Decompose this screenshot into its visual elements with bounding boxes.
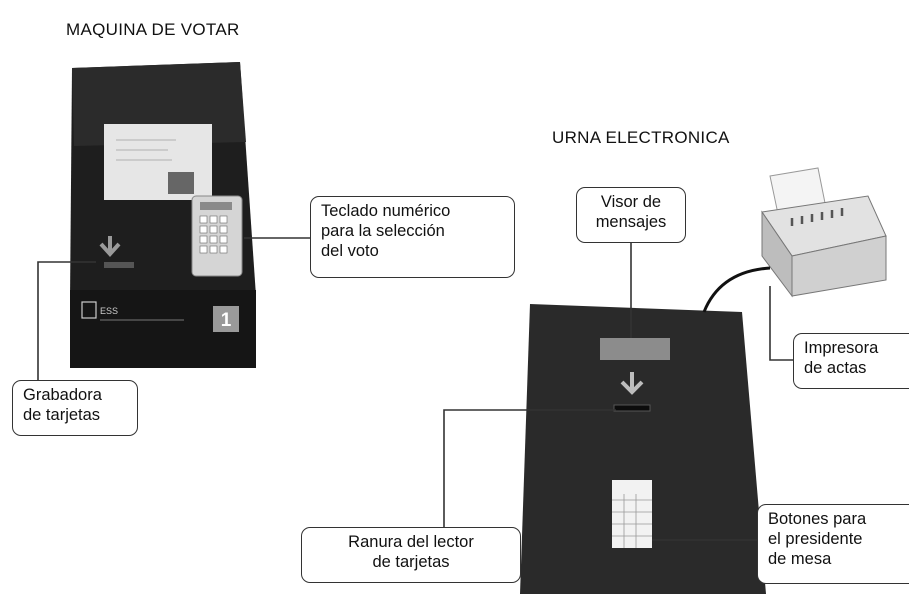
electronic-urn [520, 304, 766, 594]
callout-impresora-de-actas: Impresora de actas [793, 333, 909, 389]
callout-botones-presidente: Botones para el presidente de mesa [757, 504, 909, 584]
keypad-keys [199, 215, 228, 254]
voting-machine: ESS 1 [70, 62, 256, 368]
printer-rollers [790, 208, 844, 226]
number-badge [213, 306, 239, 332]
keypad-display [200, 202, 232, 210]
printer-cable [702, 266, 771, 313]
title-maquina-de-votar: MAQUINA DE VOTAR [66, 20, 240, 39]
callout-ranura-del-lector: Ranura del lector de tarjetas [301, 527, 521, 583]
printer [702, 167, 887, 313]
president-buttons [612, 480, 652, 548]
leader-lines [37, 237, 793, 541]
brand-logo [81, 301, 97, 319]
title-urna-electronica: URNA ELECTRONICA [552, 128, 730, 147]
screen-graphic [168, 172, 194, 194]
screen-text-lines [116, 139, 176, 161]
card-reader-slot [613, 404, 651, 412]
callout-grabadora-de-tarjetas: Grabadora de tarjetas [12, 380, 138, 436]
insert-arrow-icon [620, 372, 644, 395]
callout-visor-de-mensajes: Visor de mensajes [576, 187, 686, 243]
brand-text: ESS [100, 306, 118, 316]
card-recorder-slot [104, 262, 134, 268]
button-grid [612, 494, 652, 548]
message-display [600, 338, 670, 360]
callout-teclado-numerico: Teclado numérico para la selección del v… [310, 196, 515, 278]
number-badge-text: 1 [221, 310, 232, 331]
machine-screen [104, 124, 212, 200]
insert-arrow-icon [99, 236, 121, 257]
